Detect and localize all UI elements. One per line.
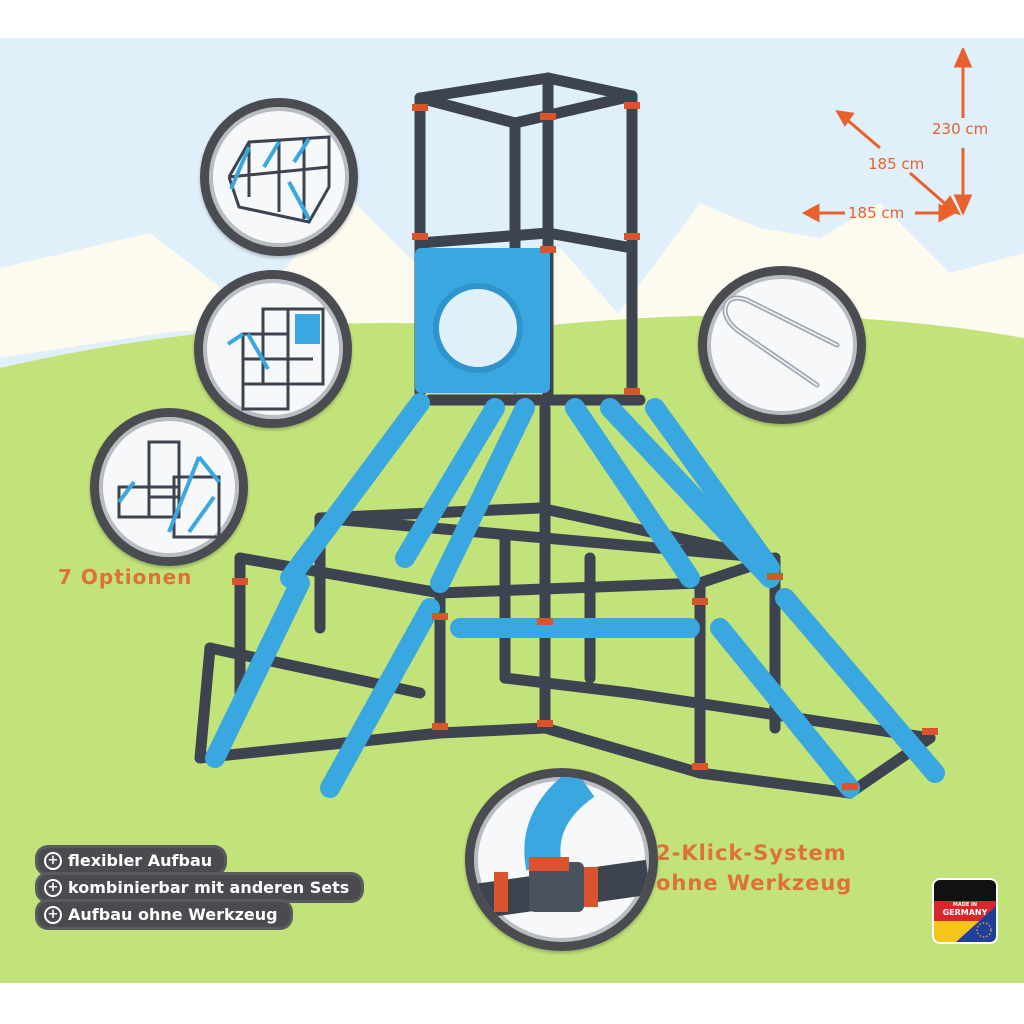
badge-line1: MADE IN [952,902,978,908]
plus-circle-icon: + [44,851,62,870]
depth-dimension: 185 cm [868,155,925,173]
u-shaped-peg-icon [722,295,840,388]
option-thumbnail-1 [200,98,358,256]
ground-stake-thumbnail [698,266,866,424]
dimension-arrows-icon [801,48,973,223]
tower-cube-icon [226,307,325,411]
height-dimension: 230 cm [932,120,989,138]
click-connector-closeup [465,768,658,951]
feature-item: +Aufbau ohne Werkzeug [38,902,290,927]
feature-item: +flexibler Aufbau [38,848,225,873]
plus-circle-icon: + [44,905,62,924]
feature-list: +flexibler Aufbau +kombinierbar mit ande… [38,848,362,929]
plus-circle-icon: + [44,878,62,897]
german-flag-icon [934,880,996,942]
click-system-text: 2-Klick-System ohne Werkzeug [656,838,852,898]
badge-line2: GERMANY [942,908,988,917]
click-system-line2: ohne Werkzeug [656,871,853,895]
product-scene: 230 cm 185 cm 185 cm [0,38,1024,983]
option-thumbnail-3 [90,408,248,566]
stepped-climber-icon [117,440,221,539]
connector-joint-icon [474,777,649,919]
click-system-line1: 2-Klick-System [656,841,847,865]
climbing-frame-illustration [194,72,945,799]
feature-item: +kombinierbar mit anderen Sets [38,875,362,900]
options-label: 7 Optionen [58,565,193,589]
width-dimension: 185 cm [848,204,905,222]
made-in-germany-badge: MADE IN GERMANY [932,878,998,944]
double-climber-icon [227,135,331,224]
option-thumbnail-2 [194,270,352,428]
